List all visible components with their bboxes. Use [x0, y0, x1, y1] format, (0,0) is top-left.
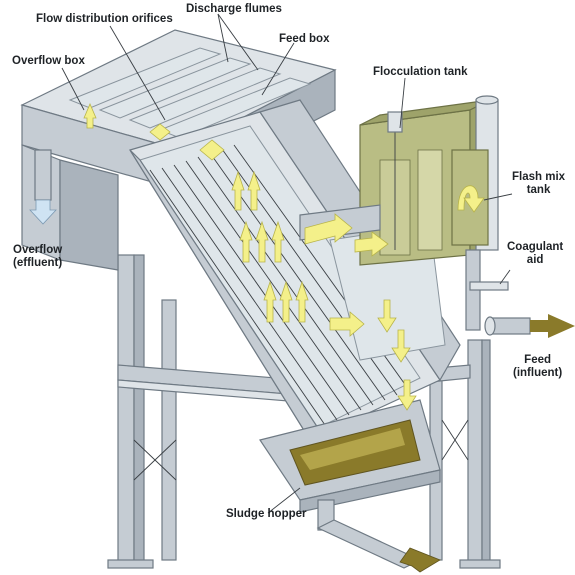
- label-overflow-box: Overflow box: [12, 55, 85, 67]
- effluent-pipe: [29, 149, 57, 225]
- label-overflow-effluent: Overflow (effluent): [13, 244, 63, 269]
- label-coagulant-aid: Coagulant aid: [507, 241, 564, 266]
- discharge-flumes: [68, 47, 312, 139]
- sludge-hopper: [259, 399, 441, 513]
- sludge-pipe: [316, 499, 441, 573]
- label-flash-mix-tank: Flash mix tank: [512, 171, 566, 196]
- feed-arrow: [530, 314, 575, 338]
- label-sludge-hopper: Sludge hopper: [226, 508, 307, 520]
- label-feed-box: Feed box: [279, 33, 330, 45]
- coagulant-aid-pipe: [469, 281, 509, 291]
- label-feed-influent: Feed (influent): [513, 354, 563, 379]
- flow-arrows-up: [231, 170, 309, 323]
- flow-arrow-flash-mix: [457, 185, 485, 213]
- label-discharge-flumes: Discharge flumes: [186, 3, 282, 15]
- label-flocculation-tank: Flocculation tank: [373, 66, 468, 78]
- flow-arrows-top: [83, 102, 225, 161]
- flow-arrows-feed: [304, 213, 417, 411]
- label-flow-distribution-orifices: Flow distribution orifices: [36, 13, 173, 25]
- leader-lines: [61, 13, 513, 514]
